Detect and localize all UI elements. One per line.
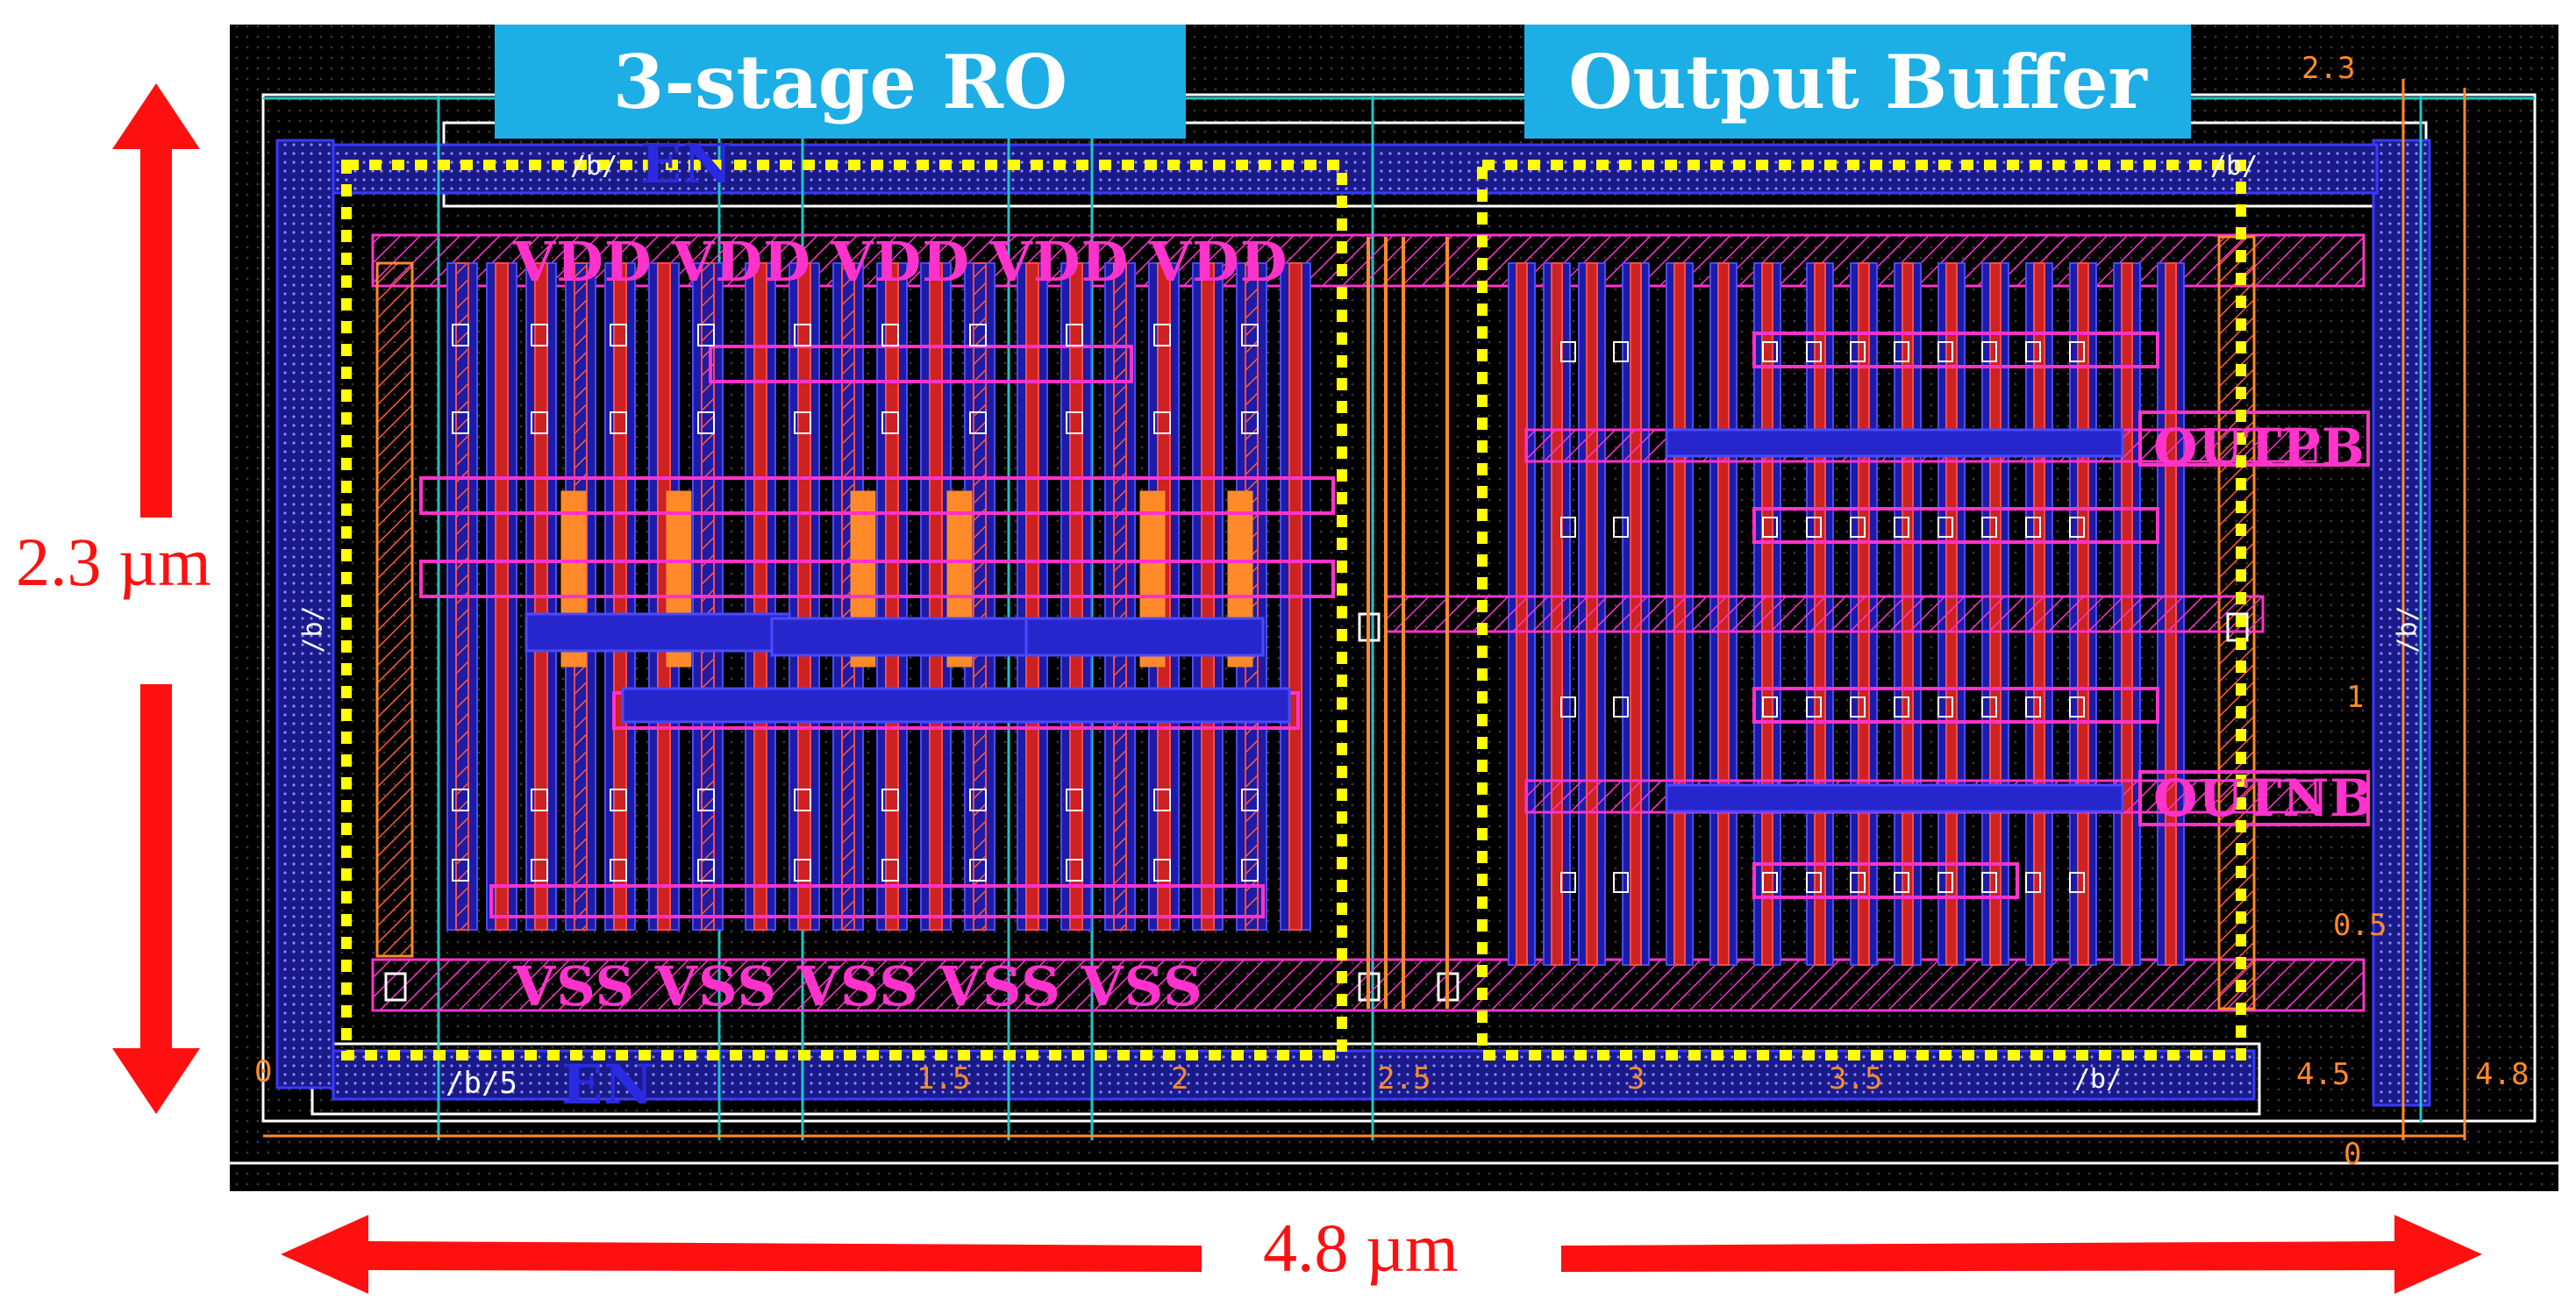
ruler-right-0: 0.5 xyxy=(2333,908,2387,943)
ruler-x-5: 3 xyxy=(1627,1061,1645,1096)
vdd-net-label: VDD VDD VDD VDD VDD xyxy=(513,230,1288,294)
pin-label-right: /b/ xyxy=(2392,605,2423,653)
ro-block-label: 3-stage RO xyxy=(495,25,1186,139)
pin-label-top-left: /b/ xyxy=(570,151,618,182)
outpb-net-label: OUTPB xyxy=(2153,418,2365,477)
buffer-block-outline xyxy=(1477,160,2246,1060)
en-net-label: EN xyxy=(561,1053,654,1117)
buffer-block-label: Output Buffer xyxy=(1524,25,2191,139)
ruler-x-1: /b/5 xyxy=(446,1066,517,1101)
ruler-top-label: 2.3 xyxy=(2301,51,2356,86)
ruler-right-1: 1 xyxy=(2346,680,2365,715)
buffer-block-label-text: Output Buffer xyxy=(1568,38,2147,125)
ruler-x-8: 4.8 xyxy=(2475,1057,2530,1092)
ro-block-outline xyxy=(341,160,1347,1060)
ro-block-label-text: 3-stage RO xyxy=(612,38,1068,125)
ruler-bottom-label: 0 xyxy=(2344,1137,2362,1172)
height-dimension-label: 2.3 µm xyxy=(16,523,211,602)
pin-label-left: /b/ xyxy=(297,605,329,653)
ruler-x-4: 2.5 xyxy=(1377,1061,1431,1096)
ruler-x-2: 1.5 xyxy=(917,1061,971,1096)
vss-net-label: VSS VSS VSS VSS VSS xyxy=(513,954,1203,1018)
width-dimension-label: 4.8 µm xyxy=(1263,1210,1459,1286)
pin-label-bottom-right: /b/ xyxy=(2074,1064,2123,1095)
outnb-net-label: OUTNB xyxy=(2153,768,2374,828)
ruler-x-3: 2 xyxy=(1171,1061,1189,1096)
ruler-x-7: 4.5 xyxy=(2296,1057,2351,1092)
top-en-net-label: EN xyxy=(640,132,733,196)
ruler-x-0: 0 xyxy=(254,1054,273,1089)
pin-label-top-right: /b/ xyxy=(2210,151,2258,182)
ruler-x-6: 3.5 xyxy=(1829,1061,1883,1096)
